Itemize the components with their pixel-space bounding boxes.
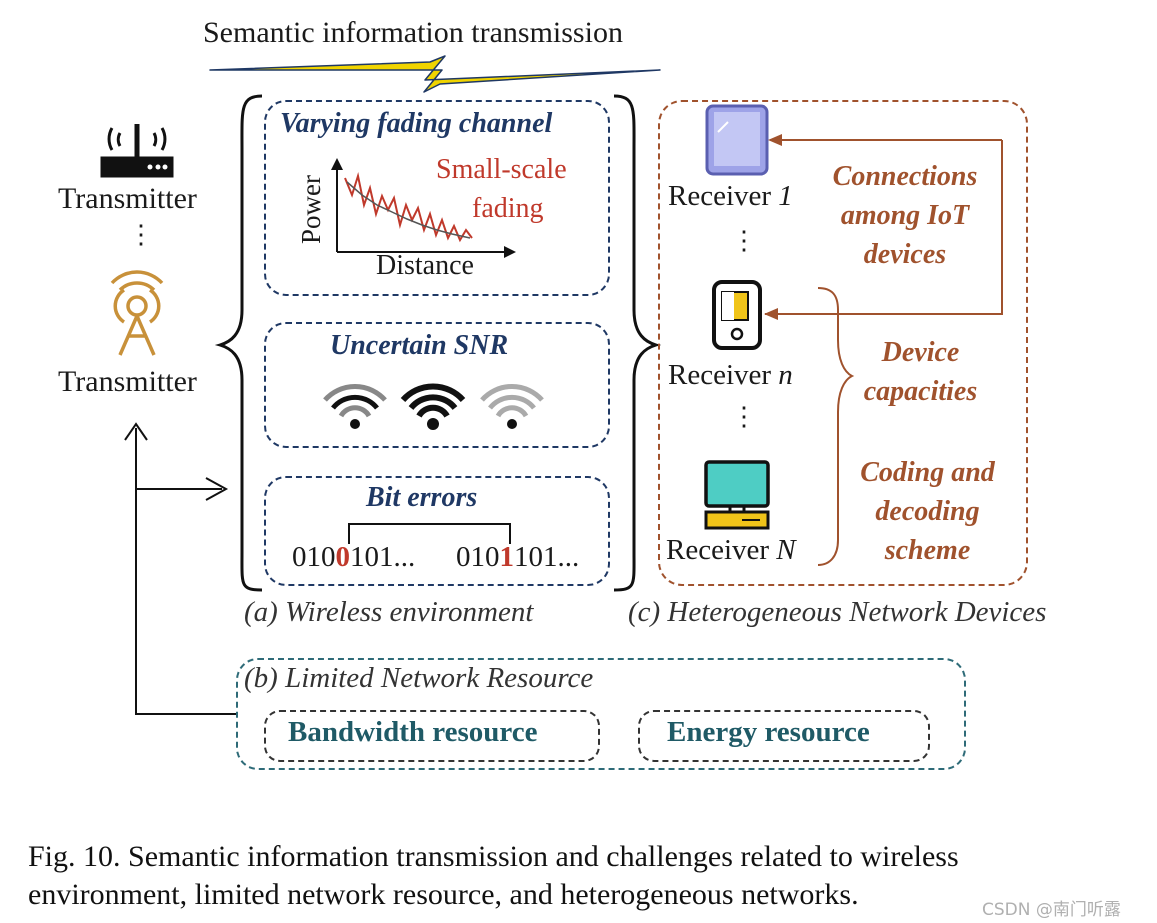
wifi-icon xyxy=(480,384,544,429)
phone-icon xyxy=(712,280,762,350)
fading-plot xyxy=(331,158,516,258)
hetero-caption: (c) Heterogeneous Network Devices xyxy=(628,596,1047,628)
diagram-title: Semantic information transmission xyxy=(203,16,623,49)
radio-tower-icon xyxy=(110,270,164,356)
vertical-dots: ⋮ xyxy=(731,226,757,255)
power-axis-label: Power xyxy=(296,175,326,244)
watermark: CSDN @南门听露 xyxy=(982,900,1121,920)
distance-axis-label: Distance xyxy=(376,250,474,281)
bit-error-highlight: 0 xyxy=(335,541,351,573)
bit-errors-heading: Bit errors xyxy=(366,482,478,513)
bit-error-bracket xyxy=(348,523,511,544)
tablet-icon xyxy=(705,104,769,176)
energy-label: Energy resource xyxy=(667,716,870,748)
bit-error-highlight: 1 xyxy=(499,541,515,573)
right-brace xyxy=(613,94,662,592)
figure-caption-line2: environment, limited network resource, a… xyxy=(28,878,859,911)
transmitter-label: Transmitter xyxy=(58,365,197,398)
snr-box xyxy=(264,322,610,448)
wireless-caption: (a) Wireless environment xyxy=(244,596,534,628)
fading-channel-box xyxy=(264,100,610,296)
fading-heading: Varying fading channel xyxy=(280,108,553,139)
left-brace xyxy=(214,94,263,592)
lightning-bolt-icon xyxy=(209,55,661,93)
bit-sequence-2: 0101101... xyxy=(456,541,580,573)
hetero-devices-box xyxy=(658,100,1028,586)
receiver-label: Receiver n xyxy=(668,359,793,391)
resource-caption: (b) Limited Network Resource xyxy=(244,662,594,694)
receiver-label: Receiver 1 xyxy=(668,180,793,212)
network-resource-box xyxy=(236,658,966,770)
energy-box xyxy=(638,710,930,762)
bandwidth-box xyxy=(264,710,600,762)
bit-sequence-1: 0100101... xyxy=(292,541,416,573)
coding-scheme-label: Coding and decoding scheme xyxy=(860,457,995,566)
connections-label: Connections among IoT devices xyxy=(832,161,978,270)
wifi-icon xyxy=(400,383,466,430)
vertical-dots: ⋮ xyxy=(128,220,154,249)
fading-label: fading xyxy=(472,193,544,224)
bit-errors-box xyxy=(264,476,610,586)
transmitter-label: Transmitter xyxy=(58,182,197,215)
wifi-icon xyxy=(323,384,387,429)
connection-arrows xyxy=(765,139,1003,315)
router-icon xyxy=(100,124,174,178)
figure-caption-line1: Fig. 10. Semantic information transmissi… xyxy=(28,840,959,873)
feedback-arrow xyxy=(124,422,237,715)
capacities-label: Device capacities xyxy=(863,337,978,407)
snr-heading: Uncertain SNR xyxy=(330,330,509,361)
small-scale-label: Small-scale xyxy=(436,154,567,185)
vertical-dots: ⋮ xyxy=(731,402,757,431)
receiver-label: Receiver N xyxy=(666,534,796,566)
computer-icon xyxy=(704,460,770,530)
capacity-bracket xyxy=(817,287,855,566)
bandwidth-label: Bandwidth resource xyxy=(288,716,538,748)
